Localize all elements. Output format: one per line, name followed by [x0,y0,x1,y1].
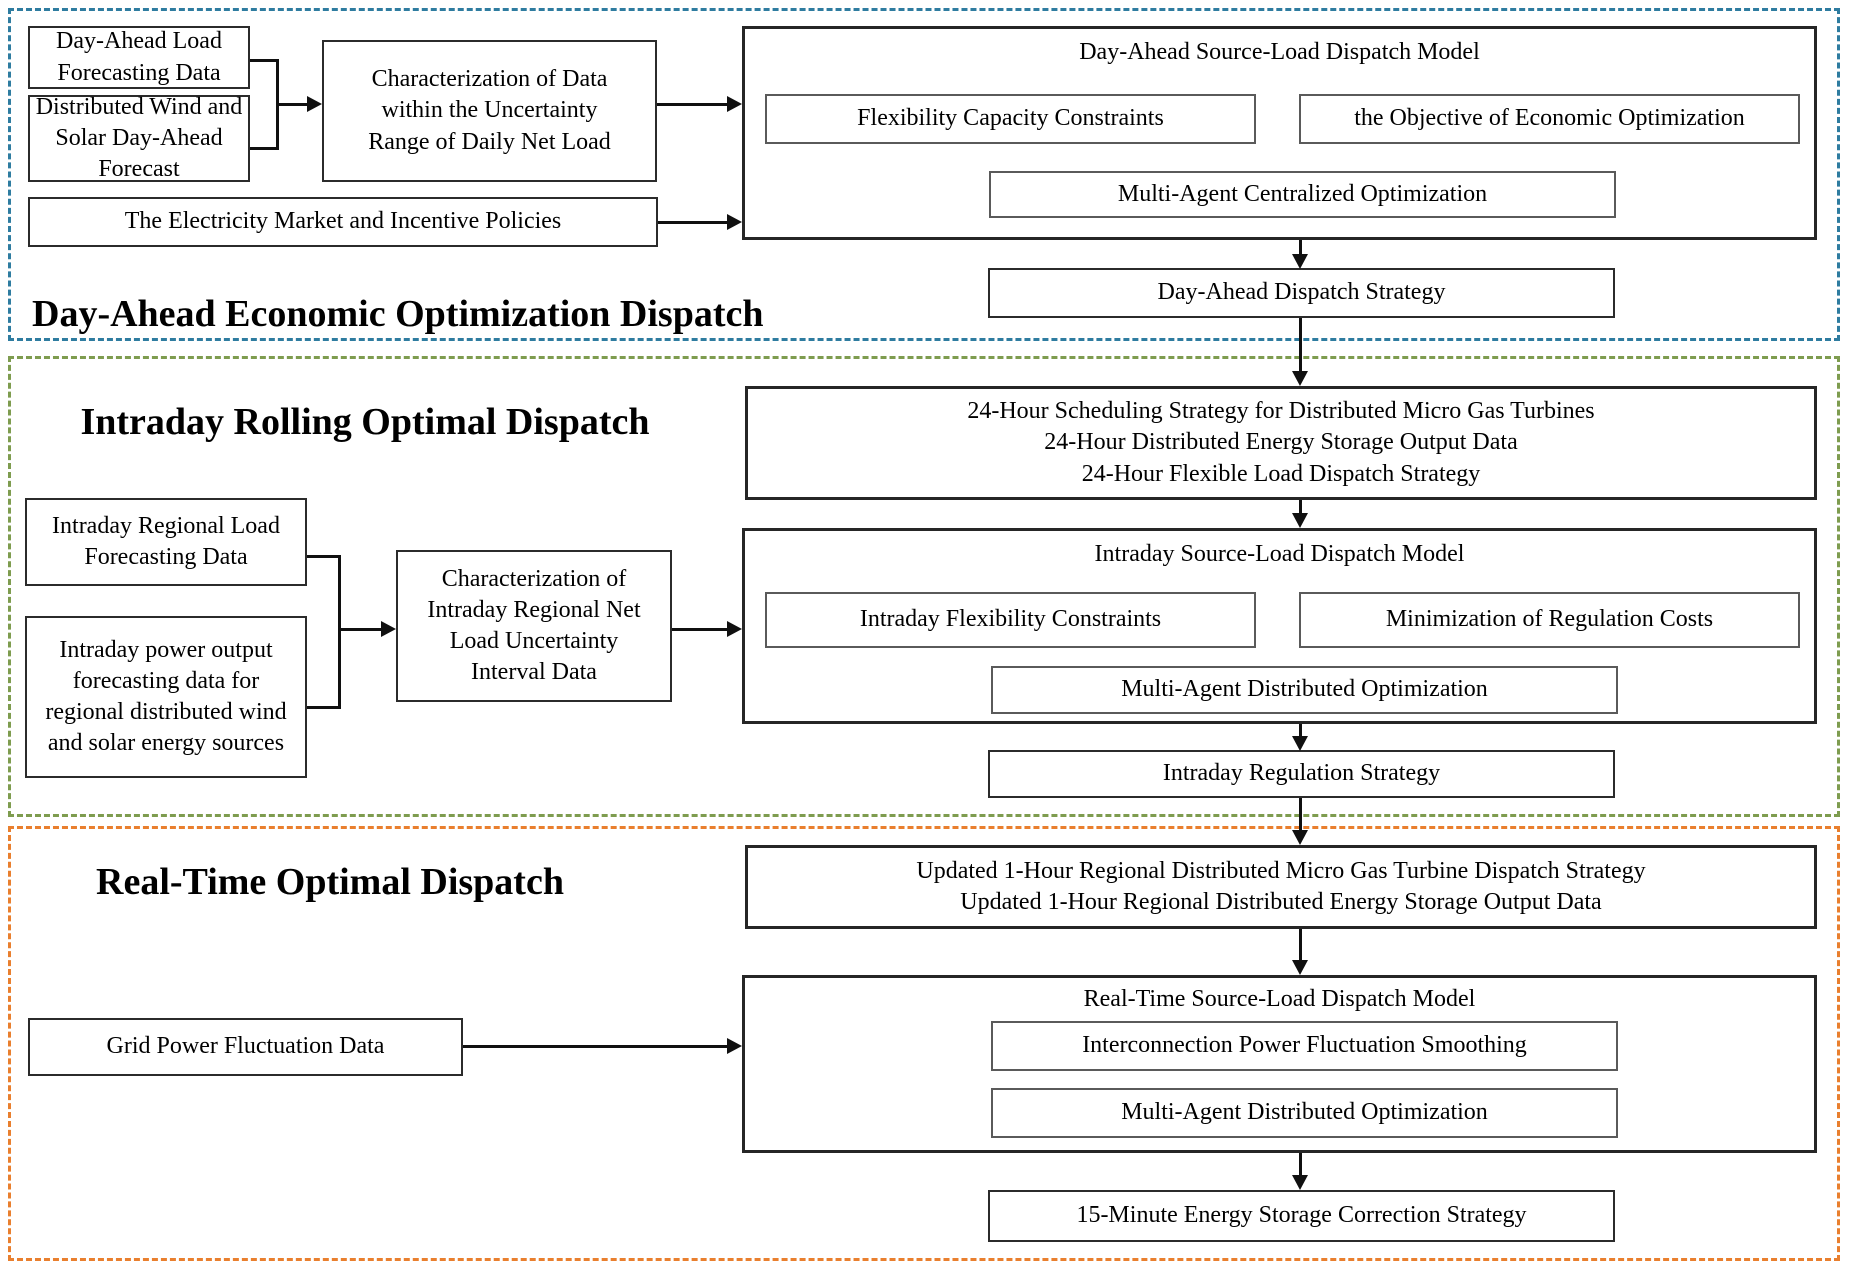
arrow-model-to-strategy [1292,254,1308,269]
box-15minute-storage-correction: 15-Minute Energy Storage Correction Stra… [988,1190,1615,1242]
box-economic-optimization-objective: the Objective of Economic Optimization [1299,94,1800,144]
box-day-ahead-dispatch-strategy: Day-Ahead Dispatch Strategy [988,268,1615,318]
connector-line [338,555,341,709]
box-updated-1hour-handoff: Updated 1-Hour Regional Distributed Micr… [745,845,1817,929]
box-24hour-handoff: 24-Hour Scheduling Strategy for Distribu… [745,386,1817,500]
realtime-section-title: Real-Time Optimal Dispatch [96,861,564,903]
connector-line [250,59,278,62]
arrow-grid-to-realtime-model [727,1038,742,1054]
box-intraday-regulation-strategy: Intraday Regulation Strategy [988,750,1615,798]
box-multi-agent-distributed-optimization-realtime: Multi-Agent Distributed Optimization [991,1088,1618,1138]
arrow-characterization-to-model [727,96,742,112]
realtime-model-title: Real-Time Source-Load Dispatch Model [1083,986,1476,1012]
arrow-handoff-to-realtime-model [1292,960,1308,975]
box-multi-agent-centralized-optimization: Multi-Agent Centralized Optimization [989,171,1616,218]
arrow-characterization-to-intraday-model [727,621,742,637]
arrow-intraday-to-realtime [1292,830,1308,845]
arrow-day-ahead-to-intraday [1292,371,1308,386]
box-flexibility-capacity-constraints: Flexibility Capacity Constraints [765,94,1256,144]
section-intraday-frame [8,356,1840,817]
box-regulation-cost-minimization: Minimization of Regulation Costs [1299,592,1800,648]
connector-line [658,221,728,224]
section-realtime-frame [8,826,1840,1261]
box-interconnection-fluctuation-smoothing: Interconnection Power Fluctuation Smooth… [991,1021,1618,1071]
box-realtime-model: Real-Time Source-Load Dispatch Model Int… [742,975,1817,1153]
connector-line [1299,318,1302,373]
connector-line [1299,724,1302,738]
connector-line [1299,240,1302,256]
arrow-intraday-model-to-strategy [1292,736,1308,751]
connector-line [463,1045,729,1048]
box-day-ahead-model: Day-Ahead Source-Load Dispatch Model Fle… [742,26,1817,240]
box-grid-power-fluctuation: Grid Power Fluctuation Data [28,1018,463,1076]
box-multi-agent-distributed-optimization-intraday: Multi-Agent Distributed Optimization [991,666,1618,714]
connector-line [1299,500,1302,515]
connector-line [250,147,278,150]
connector-line [1299,798,1302,832]
connector-line [1299,929,1302,962]
intraday-model-title: Intraday Source-Load Dispatch Model [1094,541,1465,567]
arrow-realtime-model-to-correction [1292,1175,1308,1190]
box-intraday-flexibility-constraints: Intraday Flexibility Constraints [765,592,1256,648]
arrow-into-characterization [307,96,322,112]
connector-line [657,103,728,106]
connector-line [307,555,340,558]
arrow-into-intraday-characterization [381,621,396,637]
day-ahead-section-title: Day-Ahead Economic Optimization Dispatch [32,293,764,335]
arrow-handoff-to-intraday-model [1292,513,1308,528]
connector-line [672,628,729,631]
day-ahead-model-title: Day-Ahead Source-Load Dispatch Model [1079,39,1480,65]
intraday-section-title: Intraday Rolling Optimal Dispatch [80,401,650,443]
connector-line [307,706,340,709]
arrow-market-to-model [727,214,742,230]
section-day-ahead-frame [8,8,1840,341]
connector-line [1299,1153,1302,1177]
connector-line [338,628,383,631]
connector-line [276,103,308,106]
box-electricity-market-policies: The Electricity Market and Incentive Pol… [28,197,658,247]
box-intraday-model: Intraday Source-Load Dispatch Model Intr… [742,528,1817,724]
